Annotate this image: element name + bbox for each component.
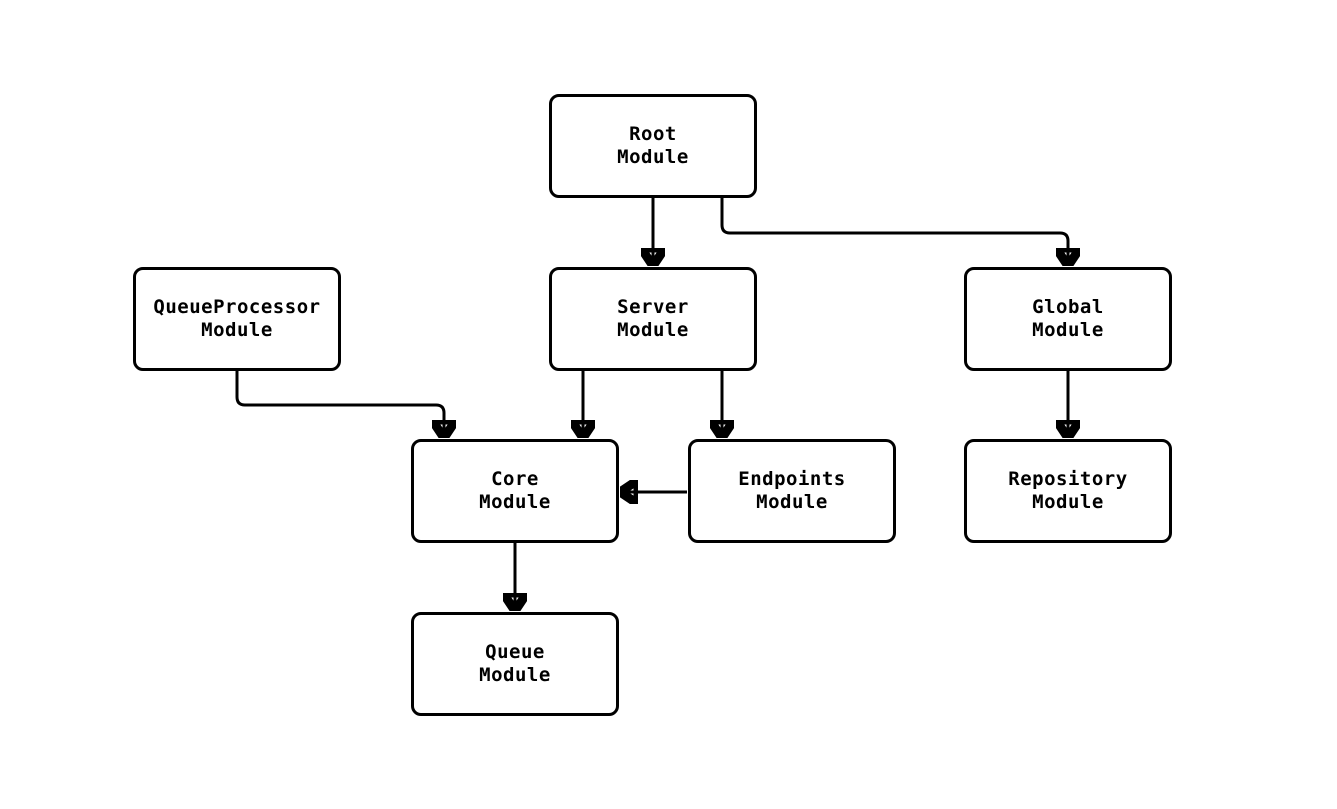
node-label-line: Module bbox=[756, 491, 828, 513]
node-queue-module: Queue Module bbox=[411, 612, 619, 716]
edge-root-to-global bbox=[720, 198, 1068, 266]
node-label-line: Module bbox=[479, 664, 551, 686]
node-label-line: Global bbox=[1032, 296, 1104, 318]
node-label-line: Module bbox=[617, 146, 689, 168]
node-label-line: Module bbox=[1032, 319, 1104, 341]
node-label-line: Endpoints bbox=[738, 468, 846, 490]
node-label-line: Server bbox=[617, 296, 689, 318]
node-label-line: Module bbox=[201, 319, 273, 341]
node-label-line: Queue bbox=[485, 641, 545, 663]
edge-queueprocessor-to-core bbox=[235, 371, 444, 438]
node-repository-module: Repository Module bbox=[964, 439, 1172, 543]
node-label-line: Module bbox=[479, 491, 551, 513]
node-label-line: Module bbox=[1032, 491, 1104, 513]
node-label-line: Repository bbox=[1008, 468, 1128, 490]
node-label-line: Core bbox=[491, 468, 539, 490]
node-label-line: Module bbox=[617, 319, 689, 341]
node-root-module: Root Module bbox=[549, 94, 757, 198]
node-label-line: Root bbox=[629, 123, 677, 145]
node-endpoints-module: Endpoints Module bbox=[688, 439, 896, 543]
node-core-module: Core Module bbox=[411, 439, 619, 543]
node-queueprocessor-module: QueueProcessor Module bbox=[133, 267, 341, 371]
node-server-module: Server Module bbox=[549, 267, 757, 371]
node-label-line: QueueProcessor bbox=[153, 296, 321, 318]
node-global-module: Global Module bbox=[964, 267, 1172, 371]
